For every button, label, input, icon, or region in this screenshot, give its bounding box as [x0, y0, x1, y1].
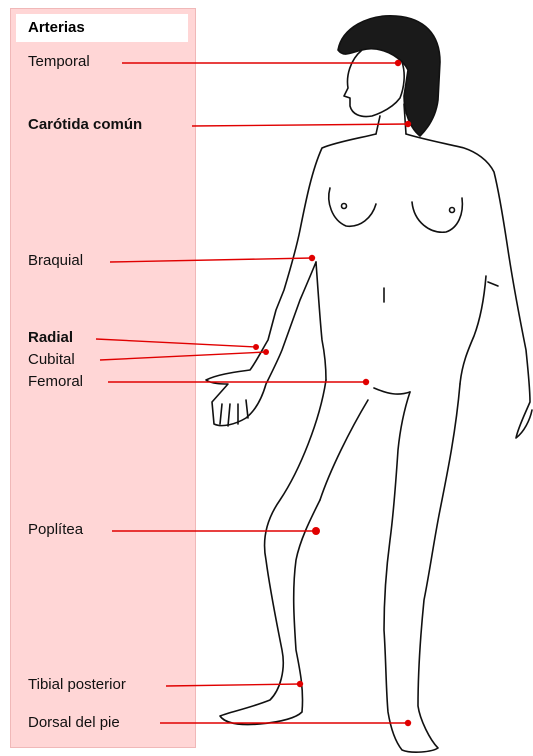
- leader-radial: [96, 339, 256, 347]
- point-femoral: [363, 379, 369, 385]
- point-radial: [253, 344, 259, 350]
- point-tibial: [297, 681, 303, 687]
- point-dorsal: [405, 720, 411, 726]
- leader-cubital: [100, 352, 266, 360]
- leader-braquial: [110, 258, 312, 262]
- leader-tibial: [166, 684, 300, 686]
- point-poplitea: [312, 527, 320, 535]
- leader-lines: [96, 63, 408, 723]
- leader-carotida: [192, 124, 408, 126]
- point-carotida: [405, 121, 411, 127]
- face: [344, 49, 404, 117]
- point-temporal: [395, 60, 401, 66]
- body-outline: [206, 16, 532, 752]
- point-cubital: [263, 349, 269, 355]
- point-braquial: [309, 255, 315, 261]
